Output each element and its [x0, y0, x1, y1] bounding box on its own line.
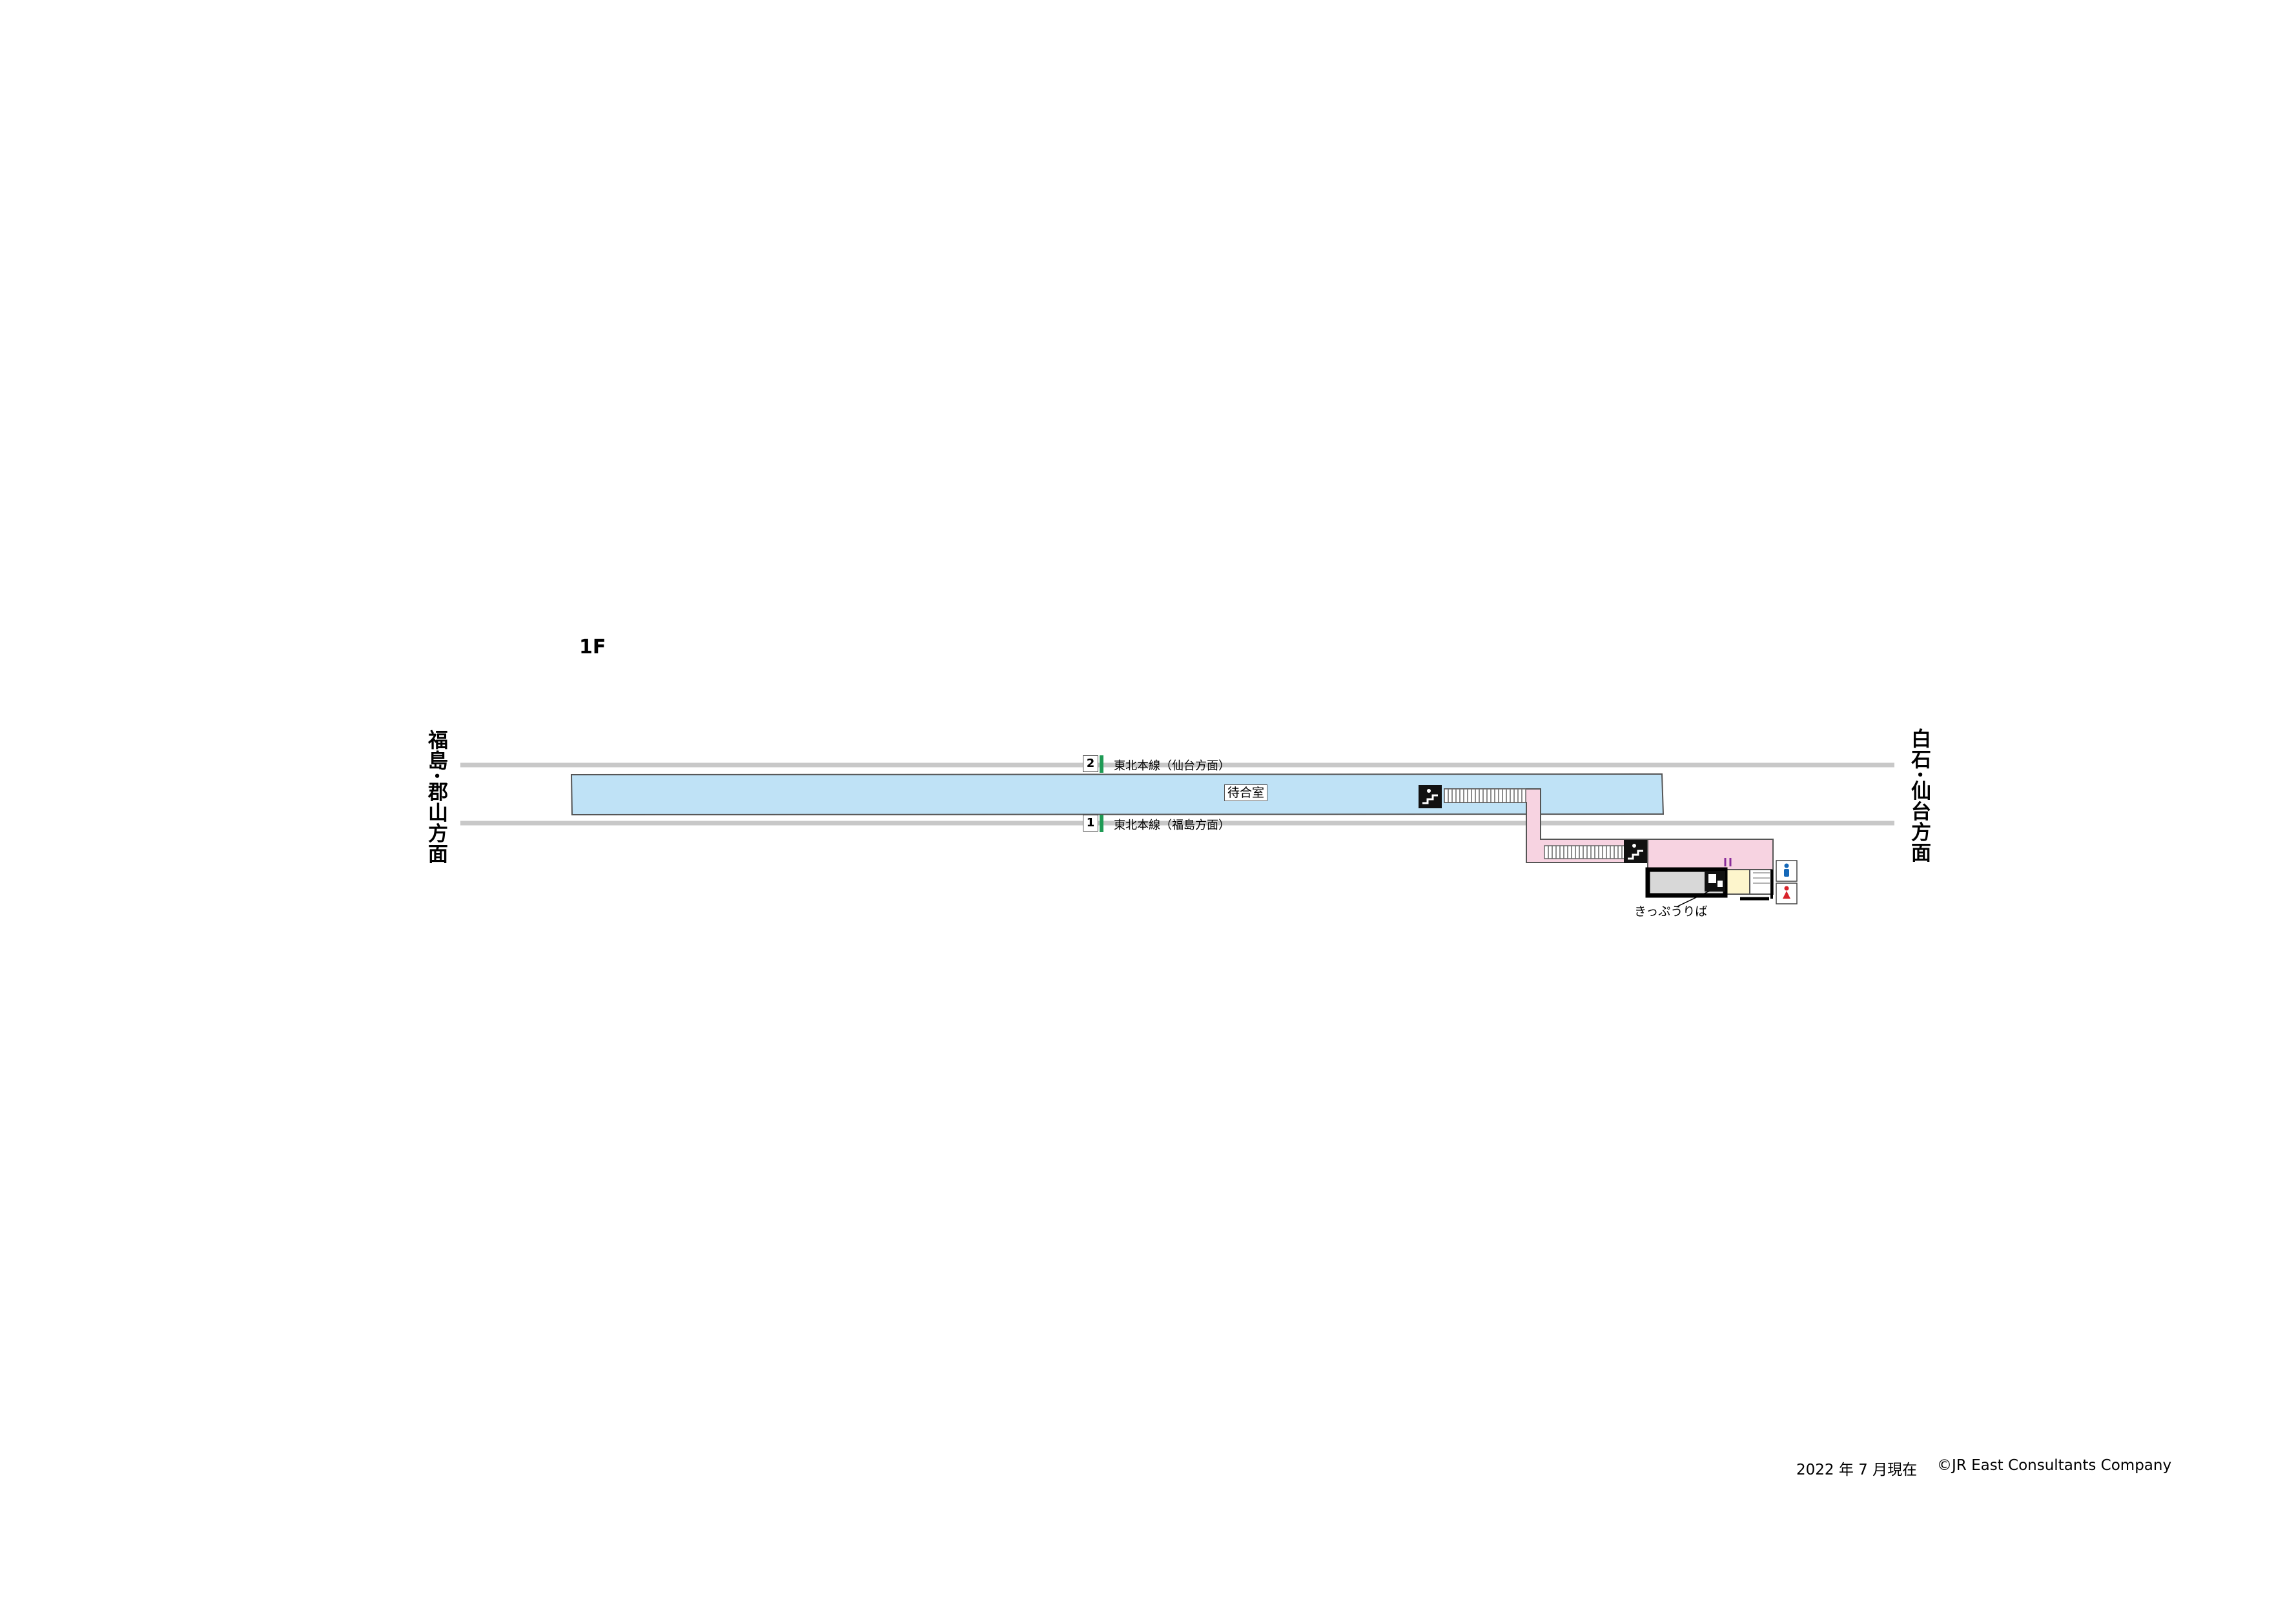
track-2-line-label: 東北本線（仙台方面） — [1114, 759, 1230, 773]
ticket-sales-label: きっぷうりば — [1634, 904, 1708, 919]
floor-label: 1F — [579, 636, 606, 658]
footer-date: 2022 年 7 月現在 — [1796, 1462, 1918, 1478]
platform — [570, 773, 1665, 816]
direction-right-label: 白石･仙台方面 — [1907, 728, 1931, 863]
ticket-leader-line — [1677, 890, 1710, 907]
footer-copyright: ©JR East Consultants Company — [1937, 1457, 2172, 1474]
stairs-icon — [1624, 840, 1647, 863]
stairs-platform — [1444, 788, 1526, 803]
stairs-icon — [1419, 785, 1442, 808]
ticket-machine-icon — [1705, 871, 1725, 892]
mens-restroom-icon — [1776, 860, 1798, 882]
waiting-room-label: 待合室 — [1224, 784, 1268, 801]
track-number-2: 2 — [1083, 755, 1103, 773]
track-1-line-label: 東北本線（福島方面） — [1114, 819, 1230, 832]
ticket-area — [1725, 869, 1750, 895]
track-number-1: 1 — [1083, 815, 1103, 832]
restroom-block — [1740, 869, 1774, 901]
stairs-concourse — [1544, 845, 1625, 859]
ticket-gate-marks — [1724, 858, 1732, 866]
concourse-hall — [1647, 839, 1774, 870]
direction-left-label: 福島･郡山方面 — [424, 730, 447, 864]
womens-restroom-icon — [1776, 883, 1798, 904]
